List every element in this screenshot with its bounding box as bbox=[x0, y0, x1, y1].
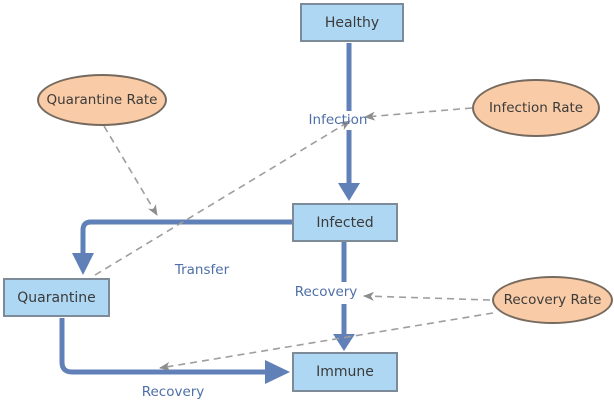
flow-recovery-bottom-arrow[interactable] bbox=[59, 318, 290, 384]
flow-label-recovery-bottom[interactable]: Recovery bbox=[141, 384, 205, 400]
link-recovery-rate-to-recovery-mid[interactable] bbox=[363, 291, 491, 301]
stock-infected[interactable]: Infected bbox=[292, 203, 398, 242]
stock-healthy[interactable]: Healthy bbox=[300, 3, 404, 42]
stock-immune[interactable]: Immune bbox=[292, 352, 398, 392]
flow-label-transfer[interactable]: Transfer bbox=[174, 262, 230, 278]
variable-quarantine-rate[interactable]: Quarantine Rate bbox=[37, 74, 167, 126]
variable-recovery-rate[interactable]: Recovery Rate bbox=[492, 276, 613, 324]
link-quarantine-to-infection[interactable] bbox=[94, 120, 351, 276]
stock-quarantine[interactable]: Quarantine bbox=[3, 278, 110, 317]
flow-label-infection[interactable]: Infection bbox=[308, 112, 368, 128]
flow-label-recovery-mid[interactable]: Recovery bbox=[294, 284, 358, 300]
link-infection-rate-to-infection[interactable] bbox=[364, 107, 473, 121]
variable-infection-rate[interactable]: Infection Rate bbox=[472, 79, 600, 137]
link-quarantine-rate-to-transfer[interactable] bbox=[103, 125, 158, 216]
